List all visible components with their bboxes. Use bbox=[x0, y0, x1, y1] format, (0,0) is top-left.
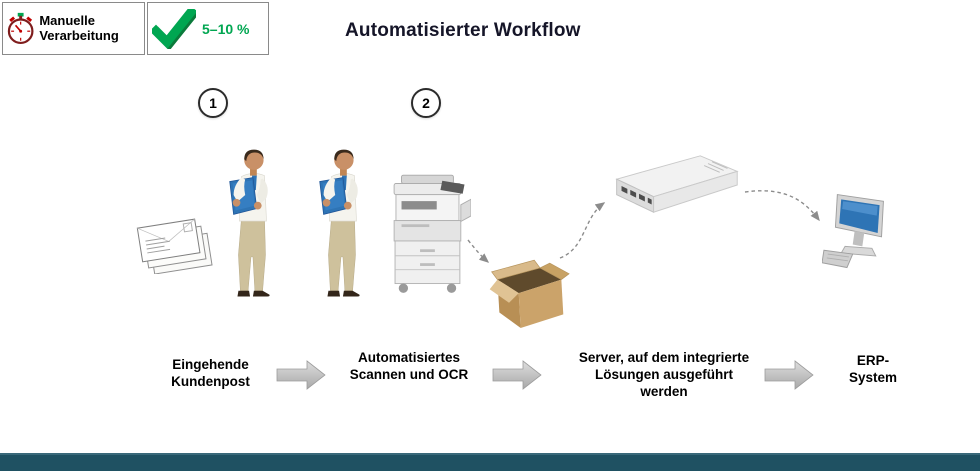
step-1-circle: 1 bbox=[198, 88, 228, 118]
step-2-circle: 2 bbox=[411, 88, 441, 118]
footer-bar bbox=[0, 453, 980, 471]
computer-icon bbox=[822, 194, 884, 268]
stage-label-server: Server, auf dem integrierte Lösungen aus… bbox=[578, 350, 750, 399]
manual-processing-label: Manuelle Verarbeitung bbox=[39, 12, 119, 43]
stage-label-incoming-mail: Eingehende Kundenpost bbox=[171, 357, 250, 389]
page-title: Automatisierter Workflow bbox=[345, 20, 581, 41]
person-icon bbox=[319, 149, 361, 297]
manual-processing-badge: Manuelle Verarbeitung bbox=[2, 2, 145, 55]
block-arrow-icon bbox=[492, 360, 542, 390]
stopwatch-icon bbox=[7, 12, 34, 44]
success-rate-badge: 5–10 % bbox=[147, 2, 269, 55]
stage-label-erp-system: ERP-System bbox=[848, 353, 898, 385]
block-arrow-icon bbox=[276, 360, 326, 390]
server-icon bbox=[616, 155, 738, 213]
box-icon bbox=[489, 259, 570, 329]
envelopes-icon bbox=[136, 217, 213, 274]
block-arrow-icon bbox=[764, 360, 814, 390]
person-icon bbox=[229, 149, 271, 297]
stage-label-scanning-ocr: Automatisiertes Scannen und OCR bbox=[349, 350, 469, 382]
success-rate-label: 5–10 % bbox=[202, 20, 250, 37]
printer-icon bbox=[393, 174, 471, 294]
checkmark-icon bbox=[152, 8, 196, 49]
